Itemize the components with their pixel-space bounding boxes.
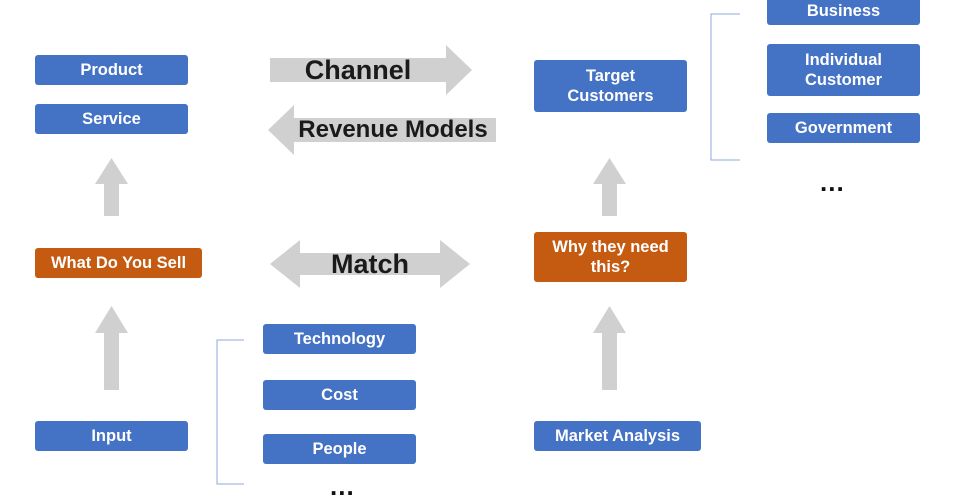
input-box: Input (35, 421, 188, 451)
inputs-bracket (216, 339, 244, 485)
government-box: Government (767, 113, 920, 143)
product-box: Product (35, 55, 188, 85)
match-arrow-shape (270, 240, 470, 288)
channel-arrow-shape (270, 45, 472, 95)
why-they-need-this-box: Why they need this? (534, 232, 687, 282)
individual-customer-box: Individual Customer (767, 44, 920, 96)
people-box: People (263, 434, 416, 464)
target-customers-box: Target Customers (534, 60, 687, 112)
cost-box: Cost (263, 380, 416, 410)
revenue-models-label: Revenue Models (298, 116, 488, 143)
technology-box: Technology (263, 324, 416, 354)
up-arrow-market-to-why (593, 306, 626, 390)
inputs-more-ellipsis: ... (330, 471, 355, 501)
customers-more-ellipsis: ... (820, 167, 845, 197)
market-analysis-box: Market Analysis (534, 421, 701, 451)
customers-bracket (710, 13, 740, 161)
up-arrow-sell-to-service (95, 158, 128, 216)
revenue-models-arrow-shape (268, 105, 496, 155)
up-arrow-input-to-sell (95, 306, 128, 390)
up-arrow-why-to-target (593, 158, 626, 216)
match-label: Match (330, 248, 409, 279)
what-do-you-sell-box: What Do You Sell (35, 248, 202, 278)
service-box: Service (35, 104, 188, 134)
business-box: Business (767, 0, 920, 25)
channel-label: Channel (304, 54, 412, 85)
